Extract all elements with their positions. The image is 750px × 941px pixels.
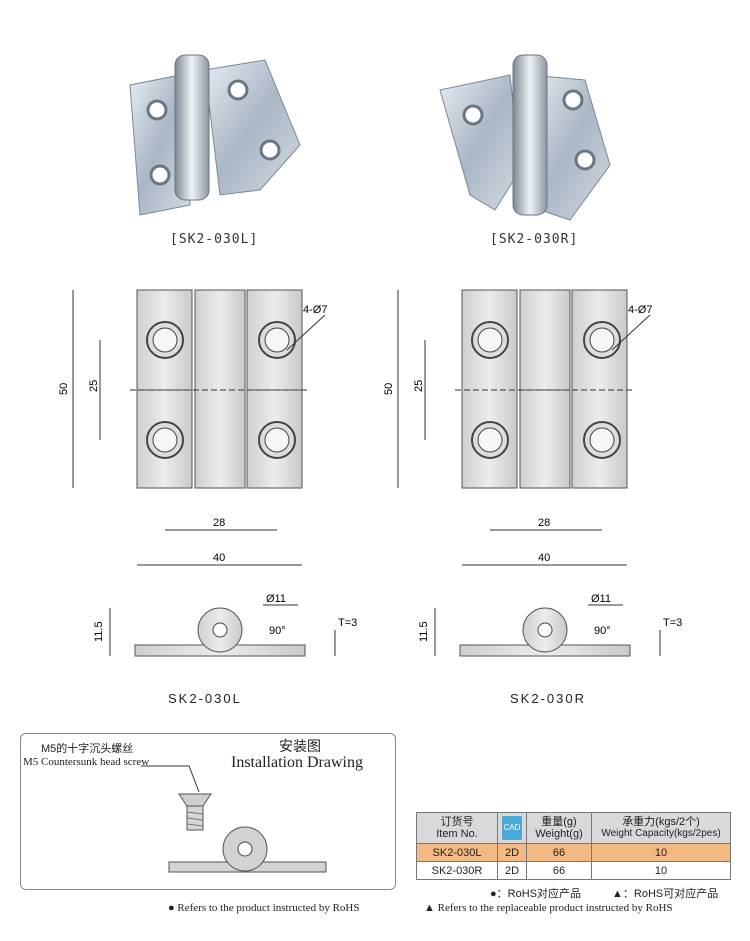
- dim-holes-left: 4-Ø7: [303, 304, 327, 316]
- side-dim-angle-right: 90°: [594, 625, 611, 637]
- legend-rohs-cn: ●：RoHS对应产品: [490, 888, 581, 900]
- installation-drawing-box: M5的十字沉头螺丝 M5 Countersunk head screw 安装图 …: [20, 733, 396, 890]
- side-dim-dia-right: Ø11: [591, 593, 611, 605]
- side-view-model-left: SK2-030L: [168, 691, 242, 706]
- product-photo-left: [129, 54, 301, 216]
- side-dim-height-left: 11.5: [93, 621, 105, 642]
- dim-height-right: 50: [383, 383, 395, 395]
- installation-title-en: Installation Drawing: [231, 754, 363, 771]
- legend-rohs-replace-en: ▲ Refers to the replaceable product inst…: [424, 902, 673, 914]
- header-cad: CAD: [497, 812, 527, 844]
- side-dim-thickness-right: T=3: [663, 617, 682, 629]
- cell-capacity: 10: [591, 843, 731, 862]
- header-capacity: 承重力(kgs/2个)Weight Capacity(kgs/2pes): [591, 812, 731, 844]
- legend-rohs-replace-cn: ▲：RoHS可对应产品: [612, 888, 719, 900]
- cell-weight: 66: [526, 861, 592, 880]
- cell-cad[interactable]: 2D: [497, 843, 527, 862]
- dim-height-left: 50: [58, 383, 70, 395]
- table-row: SK2-030R 2D 66 10: [416, 861, 731, 880]
- side-dim-height-right: 11.5: [418, 621, 430, 642]
- side-dim-dia-left: Ø11: [266, 593, 286, 605]
- dim-pitch-v-left: 25: [88, 380, 100, 392]
- legend-rohs-en: ● Refers to the product instructed by Ro…: [168, 902, 360, 914]
- cad-icon[interactable]: CAD: [502, 816, 522, 840]
- side-view-right: 11.5 Ø11 90° T=3: [418, 593, 682, 657]
- dim-pitch-h-right: 28: [538, 517, 550, 529]
- cell-item: SK2-030L: [416, 843, 498, 862]
- side-dim-angle-left: 90°: [269, 625, 286, 637]
- table-row: SK2-030L 2D 66 10: [416, 843, 731, 862]
- cell-capacity: 10: [591, 861, 731, 880]
- front-view-right: 50 25 28 40 4-Ø7: [383, 289, 652, 566]
- dim-pitch-v-right: 25: [413, 380, 425, 392]
- cell-cad[interactable]: 2D: [497, 861, 527, 880]
- dim-width-right: 40: [538, 552, 550, 564]
- product-caption-right: [SK2-030R]: [490, 232, 579, 247]
- cell-item: SK2-030R: [416, 861, 498, 880]
- cell-weight: 66: [526, 843, 592, 862]
- header-weight: 重量(g)Weight(g): [526, 812, 592, 844]
- dim-pitch-h-left: 28: [213, 517, 225, 529]
- side-dim-thickness-left: T=3: [338, 617, 357, 629]
- side-view-model-right: SK2-030R: [510, 691, 586, 706]
- screw-label-cn: M5的十字沉头螺丝: [41, 743, 134, 755]
- screw-label-en: M5 Countersunk head screw: [23, 756, 150, 768]
- product-photo-right: [439, 54, 611, 221]
- product-caption-left: [SK2-030L]: [170, 232, 259, 247]
- installation-illustration: [141, 765, 327, 873]
- installation-title-cn: 安装图: [279, 738, 321, 754]
- side-view-left: 11.5 Ø11 90° T=3: [93, 593, 357, 657]
- front-view-left: 50 25 28 40 4-Ø7: [58, 289, 327, 566]
- dim-width-left: 40: [213, 552, 225, 564]
- dim-holes-right: 4-Ø7: [628, 304, 652, 316]
